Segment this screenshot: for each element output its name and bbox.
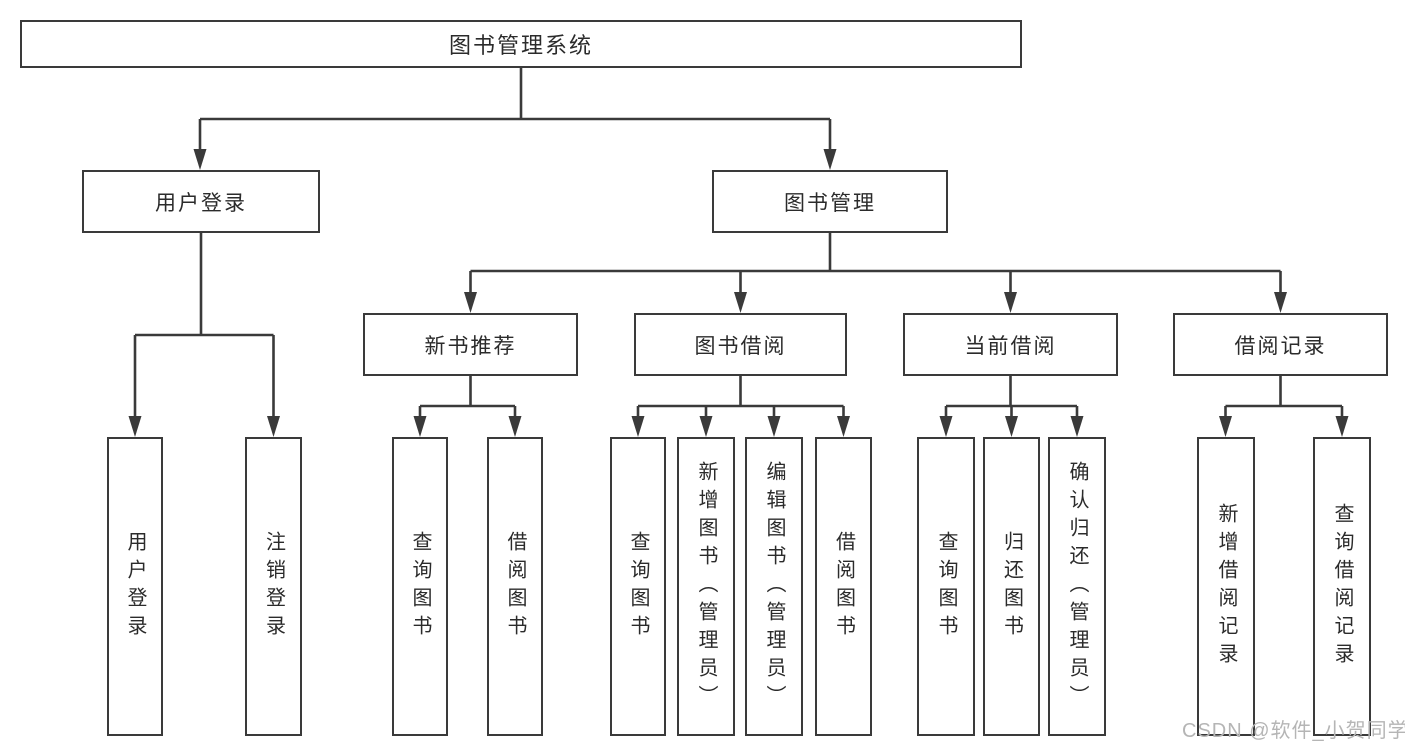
node-label: 注销登录 xyxy=(262,530,285,643)
node-label: 归还图书 xyxy=(1000,530,1023,643)
node-book-management: 图书管理 xyxy=(712,170,948,233)
node-label: 借阅记录 xyxy=(1234,334,1327,358)
node-label: 当前借阅 xyxy=(964,334,1057,358)
node-label: 借阅图书 xyxy=(504,530,526,643)
leaf-borrow-books-1: 借阅图书 xyxy=(487,437,543,736)
watermark: CSDN @软件_小贺同学 xyxy=(1182,720,1405,742)
node-label: 用户登录 xyxy=(155,191,247,215)
leaf-query-borrow-record: 查询借阅记录 xyxy=(1313,437,1371,736)
node-label: 图书借阅 xyxy=(694,334,787,358)
node-label: 新增图书（管理员） xyxy=(695,460,717,713)
leaf-query-books-1: 查询图书 xyxy=(392,437,448,736)
leaf-confirm-return-admin: 确认归还（管理员） xyxy=(1048,437,1106,736)
node-book-borrow: 图书借阅 xyxy=(634,313,847,376)
node-label: 新书推荐 xyxy=(424,334,517,358)
node-borrow-records: 借阅记录 xyxy=(1173,313,1388,376)
node-root: 图书管理系统 xyxy=(20,20,1022,68)
leaf-query-books-3: 查询图书 xyxy=(917,437,975,736)
node-label: 编辑图书（管理员） xyxy=(763,460,785,713)
leaf-query-books-2: 查询图书 xyxy=(610,437,666,736)
node-label: 图书管理系统 xyxy=(448,33,593,58)
node-label: 用户登录 xyxy=(124,530,146,643)
node-label: 查询图书 xyxy=(627,530,649,643)
node-user-login: 用户登录 xyxy=(82,170,320,233)
leaf-borrow-books-2: 借阅图书 xyxy=(815,437,872,736)
node-current-borrow: 当前借阅 xyxy=(903,313,1118,376)
node-label: 图书管理 xyxy=(784,191,876,215)
node-label: 借阅图书 xyxy=(832,530,855,643)
leaf-return-books: 归还图书 xyxy=(983,437,1040,736)
node-label: 查询图书 xyxy=(935,530,957,643)
node-new-book-recommend: 新书推荐 xyxy=(363,313,578,376)
node-label: 确认归还（管理员） xyxy=(1066,460,1088,713)
leaf-add-borrow-record: 新增借阅记录 xyxy=(1197,437,1255,736)
leaf-edit-books-admin: 编辑图书（管理员） xyxy=(745,437,803,736)
leaf-logout: 注销登录 xyxy=(245,437,302,736)
node-label: 新增借阅记录 xyxy=(1215,502,1237,671)
node-label: 查询图书 xyxy=(409,530,431,643)
node-label: 查询借阅记录 xyxy=(1331,502,1353,671)
leaf-add-books-admin: 新增图书（管理员） xyxy=(677,437,735,736)
leaf-user-login: 用户登录 xyxy=(107,437,163,736)
